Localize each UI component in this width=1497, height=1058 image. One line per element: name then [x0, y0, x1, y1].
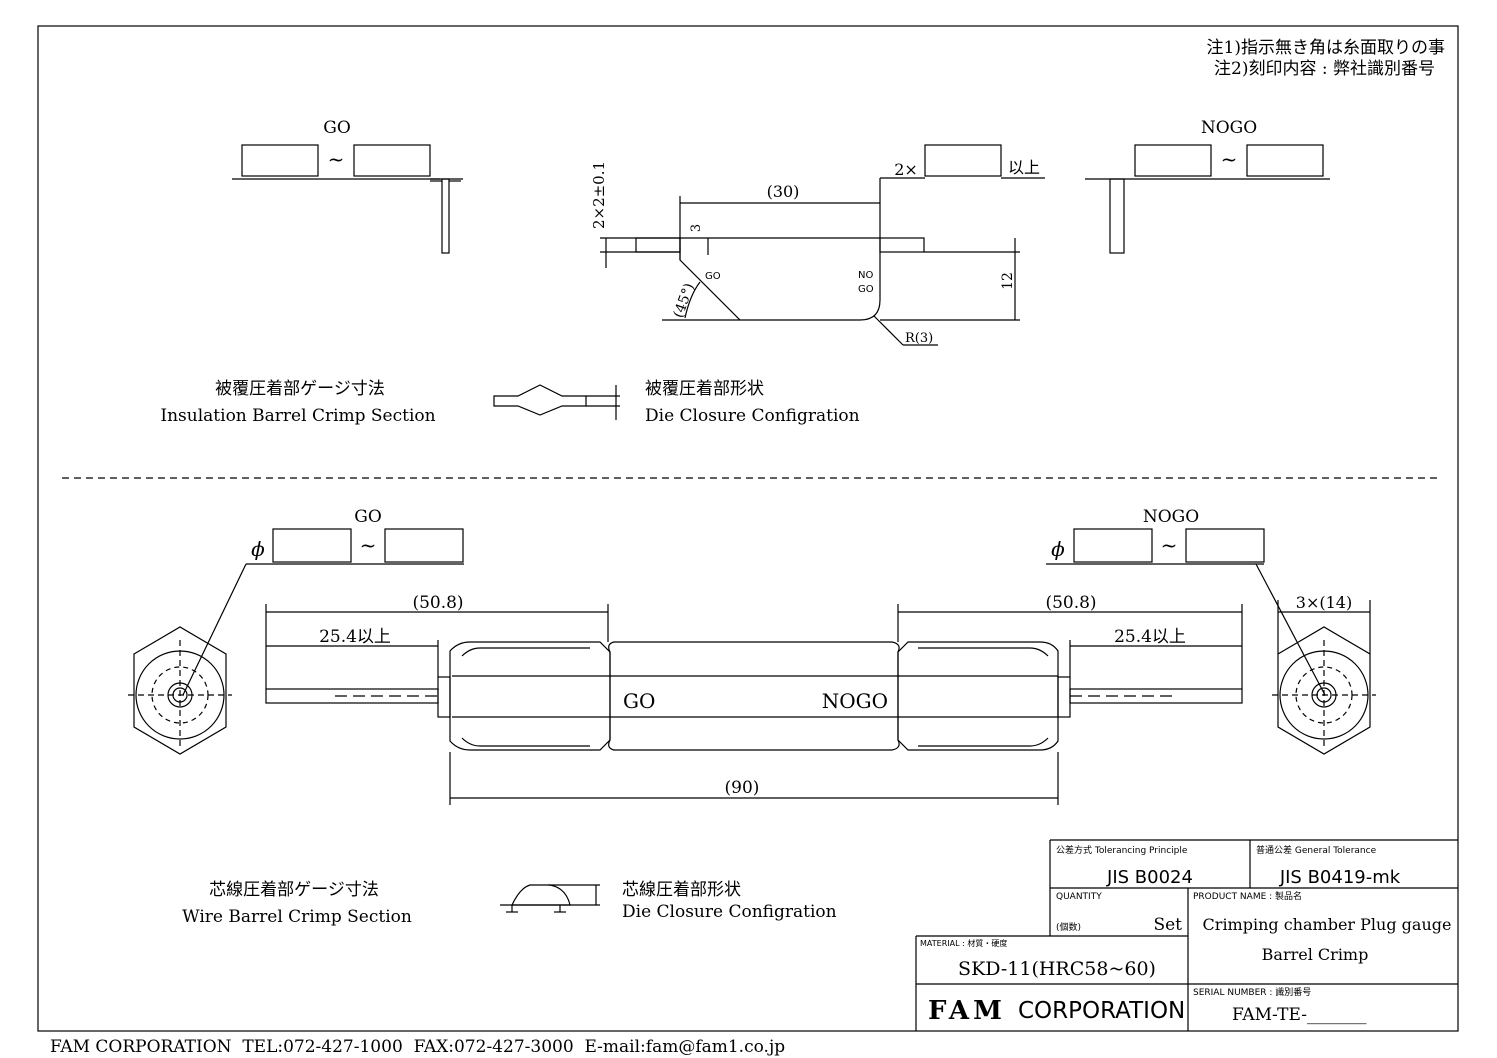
wire-go-min-box [272, 528, 352, 563]
company-name-corporation: CORPORATION [1018, 998, 1185, 1024]
material-label: MATERIAL : 材質・硬度 [920, 938, 1007, 948]
dim-30: (30) [767, 182, 800, 201]
product-name-label: PRODUCT NAME : 製品名 [1193, 890, 1302, 902]
insulation-go-label: GO [323, 118, 351, 138]
insulation-nogo-gauge-spec: NOGO ~ [1085, 118, 1330, 254]
wire-nogo-max-box [1185, 528, 1265, 563]
wire-nogo-label: NOGO [1143, 507, 1199, 527]
insulation-shape-jp: 被覆圧着部形状 [645, 379, 764, 399]
wire-mark-nogo: NOGO [822, 689, 888, 713]
insulation-nogo-max-box [1246, 144, 1324, 177]
wire-nogo-min-box [1073, 528, 1153, 563]
dim-3: 3 [689, 224, 704, 232]
material-value: SKD-11(HRC58~60) [958, 958, 1156, 980]
mark-go: GO [705, 271, 721, 282]
ijou-label: 以上 [1008, 158, 1040, 177]
insulation-gauge-body [679, 237, 881, 321]
hex-end-view-left [128, 626, 232, 755]
insulation-go-blade [441, 178, 450, 254]
serial-number-value: FAM-TE-_______ [1232, 1005, 1367, 1025]
tolerancing-principle-label: 公差方式 Tolerancing Principle [1056, 844, 1188, 856]
dim-254-left: 25.4以上 [319, 627, 391, 647]
insulation-gauge-profile: 2×2±0.1 (30) 3 2× 以上 GO NO GO 12 (45°) R… [590, 144, 1045, 346]
company-logo-fam: FAM [928, 996, 1006, 1026]
note-2: 注2)刻印内容 : 弊社識別番号 [1214, 59, 1435, 79]
wire-title-jp: 芯線圧着部ゲージ寸法 [209, 880, 379, 900]
insulation-go-gauge-spec: GO ~ [232, 118, 463, 254]
quantity-value: Set [1153, 915, 1182, 935]
wire-go-max-box [384, 528, 464, 563]
quantity-label: QUANTITY [1056, 892, 1102, 902]
dim-254-right: 25.4以上 [1114, 627, 1186, 647]
dim-45: (45°) [671, 281, 698, 320]
footer-contact: FAM CORPORATION TEL:072-427-1000 FAX:072… [50, 1037, 786, 1057]
wire-dimensions: (50.8) 25.4以上 (50.8) 25.4以上 (90) [265, 593, 1243, 805]
insulation-nogo-blade [1109, 178, 1125, 254]
wire-plug-gauge-body: GO NOGO [265, 641, 1243, 751]
insulation-shape-en: Die Closure Configration [645, 406, 860, 426]
tolerancing-principle-value: JIS B0024 [1106, 867, 1193, 888]
insulation-title-en: Insulation Barrel Crimp Section [160, 406, 435, 426]
tilde-symbol: ~ [1161, 533, 1178, 557]
dim-12: 12 [1000, 272, 1016, 290]
tilde-symbol: ~ [328, 147, 345, 171]
general-tolerance-value: JIS B0419-mk [1279, 867, 1401, 888]
dim-2x2: 2×2±0.1 [590, 161, 608, 229]
wire-title-en: Wire Barrel Crimp Section [182, 907, 412, 927]
sheet-border [37, 25, 1459, 1032]
insulation-title-jp: 被覆圧着部ゲージ寸法 [215, 379, 385, 399]
hex-end-view-right: 3×(14) [1272, 593, 1376, 755]
tilde-symbol: ~ [1221, 147, 1238, 171]
dim-508-left: (50.8) [412, 593, 463, 613]
wire-go-label: GO [354, 507, 382, 527]
insulation-width-box [924, 144, 1002, 177]
insulation-go-min-box [241, 144, 319, 177]
wire-go-gauge-spec: GO ϕ ~ [182, 507, 464, 696]
note-1: 注1)指示無き角は糸面取りの事 [1207, 38, 1445, 58]
mark-nogo-1: NO [858, 270, 873, 281]
dim-r3: R(3) [905, 331, 933, 346]
wire-nogo-gauge-spec: NOGO ϕ ~ [1046, 507, 1326, 696]
insulation-go-max-box [353, 144, 431, 177]
dim-2x: 2× [894, 160, 918, 179]
insulation-die-closure-shape [493, 384, 620, 420]
phi-symbol: ϕ [251, 537, 265, 561]
mark-nogo-2: GO [858, 284, 874, 295]
wire-shape-jp: 芯線圧着部形状 [622, 880, 741, 900]
wire-die-closure-shape [500, 884, 600, 913]
insulation-nogo-min-box [1134, 144, 1212, 177]
insulation-nogo-label: NOGO [1201, 118, 1257, 138]
tilde-symbol: ~ [360, 533, 377, 557]
general-tolerance-label: 普通公差 General Tolerance [1256, 844, 1377, 856]
serial-number-label: SERIAL NUMBER : 識別番号 [1193, 986, 1311, 998]
product-name-line1: Crimping chamber Plug gauge [1203, 915, 1452, 934]
phi-symbol: ϕ [1051, 537, 1065, 561]
wire-shape-en: Die Closure Configration [622, 902, 837, 922]
title-block: 公差方式 Tolerancing Principle JIS B0024 普通公… [915, 839, 1458, 1031]
product-name-line2: Barrel Crimp [1262, 945, 1369, 964]
dim-508-right: (50.8) [1045, 593, 1096, 613]
dim-90: (90) [725, 778, 760, 798]
dim-3x14: 3×(14) [1296, 593, 1352, 612]
quantity-sub-label: (個数) [1056, 921, 1081, 933]
wire-mark-go: GO [623, 689, 655, 713]
